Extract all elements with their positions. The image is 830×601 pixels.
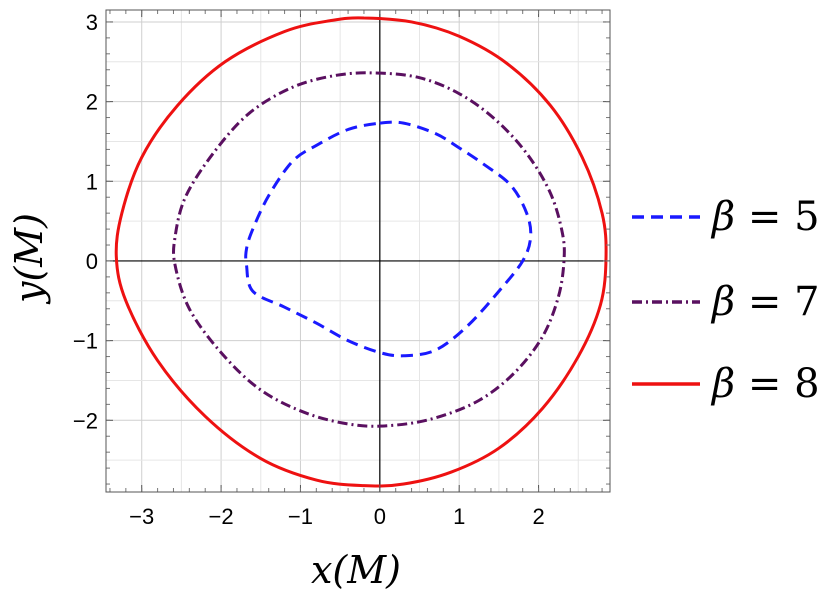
curves (114, 16, 608, 488)
legend-value: = 7 (748, 279, 820, 325)
x-tick-label: 2 (532, 504, 544, 529)
series-curve-0 (244, 120, 533, 358)
y-axis-label: y(M) (7, 213, 51, 305)
y-tick-label: 2 (86, 90, 98, 115)
x-tick-label: 0 (374, 504, 386, 529)
y-tick-label: −2 (73, 408, 98, 433)
legend-label-2: β = 8 (710, 361, 820, 407)
x-tick-label: −1 (288, 504, 313, 529)
x-tick-label: −3 (129, 504, 154, 529)
y-tick-label: −1 (73, 329, 98, 354)
legend-symbol: β (710, 361, 748, 407)
grid (106, 10, 610, 492)
y-tick-label: 1 (86, 169, 98, 194)
x-tick-label: 1 (453, 504, 465, 529)
y-tick-label: 3 (86, 10, 98, 35)
legend-label-1: β = 7 (710, 279, 820, 325)
ticks: −3 −2 −1 0 1 2 −2 −1 0 1 2 3 (73, 10, 610, 529)
y-tick-label: 0 (86, 249, 98, 274)
plot-frame (105, 9, 611, 493)
x-tick-label: −2 (209, 504, 234, 529)
axes (106, 10, 610, 492)
series-curve-2 (114, 16, 608, 488)
legend: β = 5β = 7β = 8 (632, 194, 820, 407)
legend-value: = 5 (748, 194, 820, 240)
series-curve-1 (172, 71, 566, 428)
legend-symbol: β (710, 194, 748, 240)
legend-symbol: β (710, 279, 748, 325)
legend-value: = 8 (748, 361, 820, 407)
x-axis-label: x(M) (311, 548, 401, 592)
legend-label-0: β = 5 (710, 194, 820, 240)
